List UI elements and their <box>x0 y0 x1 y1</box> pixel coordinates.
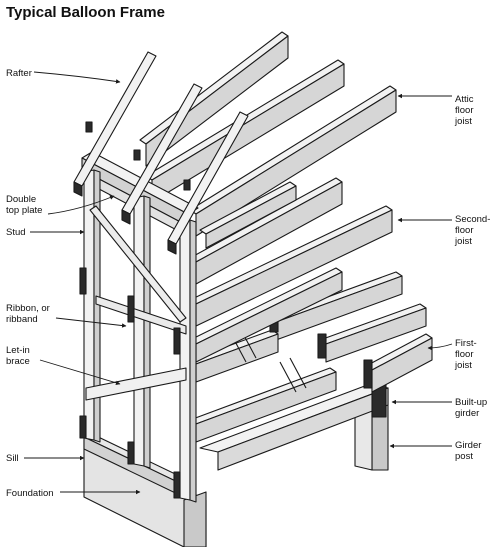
ribbon <box>95 295 187 335</box>
leader-rafter <box>33 71 121 84</box>
leader-double-top-plate <box>47 195 115 215</box>
let-in-brace <box>85 205 187 401</box>
label-foundation: Foundation <box>6 488 54 499</box>
rafters <box>73 51 249 255</box>
label-stud: Stud <box>6 227 26 238</box>
built-up-girder <box>199 382 389 471</box>
dark-blocks <box>79 121 191 499</box>
leader-ribbon <box>55 317 127 328</box>
label-rafter: Rafter <box>6 68 32 79</box>
leader-first-floor-joist <box>427 343 453 351</box>
leader-let-in-brace <box>39 359 121 385</box>
attic-floor-joists <box>139 31 397 249</box>
label-sill: Sill <box>6 453 19 464</box>
foundation-wall <box>83 439 207 547</box>
second-floor-joists <box>189 177 393 363</box>
diagram-title: Typical Balloon Frame <box>6 4 165 21</box>
